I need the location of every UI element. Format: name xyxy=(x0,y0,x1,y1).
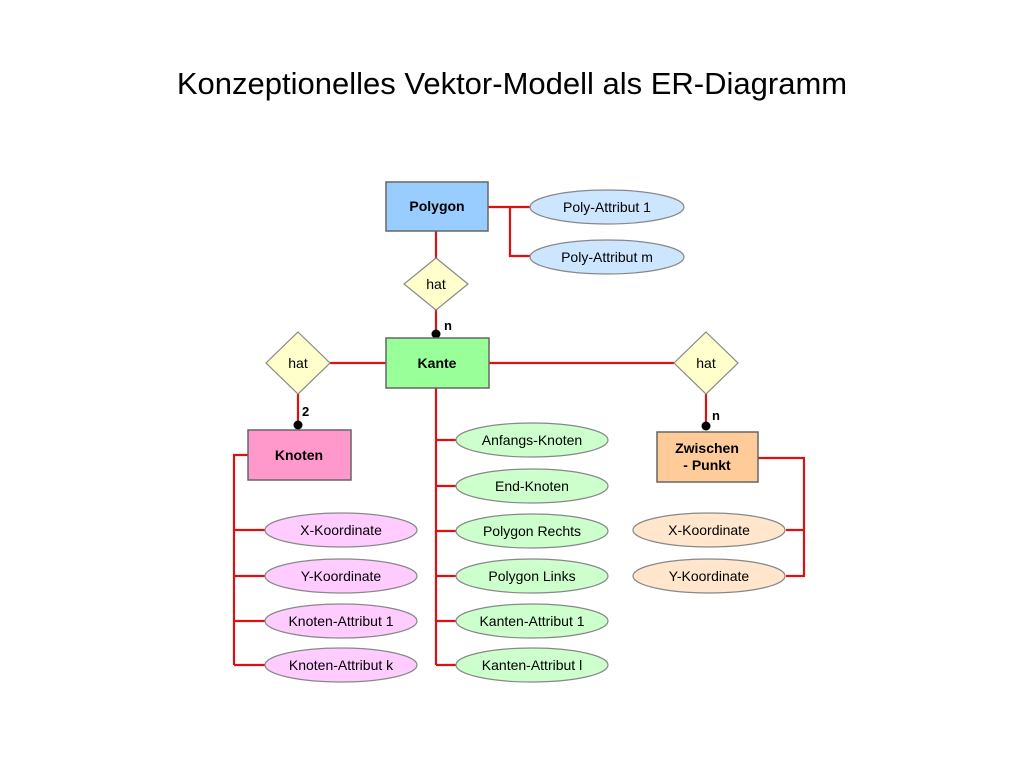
cardinality-polygon-kante: n xyxy=(444,318,452,333)
attr-knoten-attribut-1[interactable]: Knoten-Attribut 1 xyxy=(264,603,418,639)
attr-zwischen-1-label: Y-Koordinate xyxy=(669,568,750,584)
connector-dot-polygon-kante xyxy=(431,329,441,339)
attr-zwischen-y-koordinate[interactable]: Y-Koordinate xyxy=(632,558,786,594)
entity-zwischen-label-line1: Zwischen xyxy=(675,440,739,456)
attr-kante-end-knoten[interactable]: End-Knoten xyxy=(455,468,609,504)
attr-kante-1-label: End-Knoten xyxy=(495,478,569,494)
attr-polygon-1-label: Poly-Attribut 1 xyxy=(563,199,651,215)
attr-kante-3-label: Polygon Links xyxy=(488,568,575,584)
attr-knoten-x-koordinate[interactable]: X-Koordinate xyxy=(264,512,418,548)
attr-knoten-0-label: X-Koordinate xyxy=(300,522,382,538)
attr-knoten-attribut-k[interactable]: Knoten-Attribut k xyxy=(264,647,418,683)
line-zwischen-trunk xyxy=(758,456,806,578)
attr-kante-polygon-rechts[interactable]: Polygon Rechts xyxy=(455,513,609,549)
entity-polygon-label: Polygon xyxy=(409,198,464,214)
entity-kante[interactable]: Kante xyxy=(385,337,490,389)
relation-polygon-kante-label: hat xyxy=(426,276,446,292)
attr-kante-0-label: Anfangs-Knoten xyxy=(482,432,582,448)
attr-polygon-m-label: Poly-Attribut m xyxy=(561,249,653,265)
connector-lines xyxy=(232,205,806,667)
attr-polygon-1[interactable]: Poly-Attribut 1 xyxy=(529,189,685,225)
cardinality-kante-knoten: 2 xyxy=(302,404,309,419)
attr-knoten-2-label: Knoten-Attribut 1 xyxy=(288,613,393,629)
relation-kante-zwischen-label: hat xyxy=(696,355,716,371)
line-kante-branches xyxy=(436,438,456,667)
entity-knoten[interactable]: Knoten xyxy=(247,429,352,481)
connector-dot-kante-knoten xyxy=(293,420,303,430)
attr-kante-5-label: Kanten-Attribut l xyxy=(482,657,582,673)
connector-dot-kante-zwischen xyxy=(701,421,711,431)
entity-kante-label: Kante xyxy=(418,355,457,371)
attr-kante-polygon-links[interactable]: Polygon Links xyxy=(455,558,609,594)
entity-polygon[interactable]: Polygon xyxy=(385,181,489,232)
line-polygon-attr xyxy=(488,205,530,258)
entity-zwischen-punkt[interactable]: Zwischen - Punkt xyxy=(656,431,759,483)
cardinality-kante-zwischen: n xyxy=(712,408,720,423)
attr-zwischen-0-label: X-Koordinate xyxy=(668,522,750,538)
attr-kante-attribut-1[interactable]: Kanten-Attribut 1 xyxy=(455,603,609,639)
relation-kante-knoten[interactable]: hat xyxy=(265,331,331,395)
entity-zwischen-label-line2: - Punkt xyxy=(683,457,731,473)
attr-knoten-y-koordinate[interactable]: Y-Koordinate xyxy=(264,558,418,594)
attr-kante-anfangs-knoten[interactable]: Anfangs-Knoten xyxy=(455,422,609,458)
relation-polygon-kante[interactable]: hat xyxy=(403,257,469,311)
attr-kante-2-label: Polygon Rechts xyxy=(483,523,581,539)
attr-knoten-3-label: Knoten-Attribut k xyxy=(289,657,394,673)
relation-kante-knoten-label: hat xyxy=(288,355,308,371)
attr-kante-4-label: Kanten-Attribut 1 xyxy=(479,613,584,629)
line-knoten-trunk xyxy=(232,453,265,667)
attr-zwischen-x-koordinate[interactable]: X-Koordinate xyxy=(632,512,786,548)
attr-knoten-1-label: Y-Koordinate xyxy=(301,568,382,584)
attr-polygon-m[interactable]: Poly-Attribut m xyxy=(529,239,685,275)
slide-title: Konzeptionelles Vektor-Modell als ER-Dia… xyxy=(176,66,848,101)
entity-knoten-label: Knoten xyxy=(275,447,323,463)
relation-kante-zwischen[interactable]: hat xyxy=(673,331,739,395)
attr-kante-attribut-l[interactable]: Kanten-Attribut l xyxy=(455,647,609,683)
